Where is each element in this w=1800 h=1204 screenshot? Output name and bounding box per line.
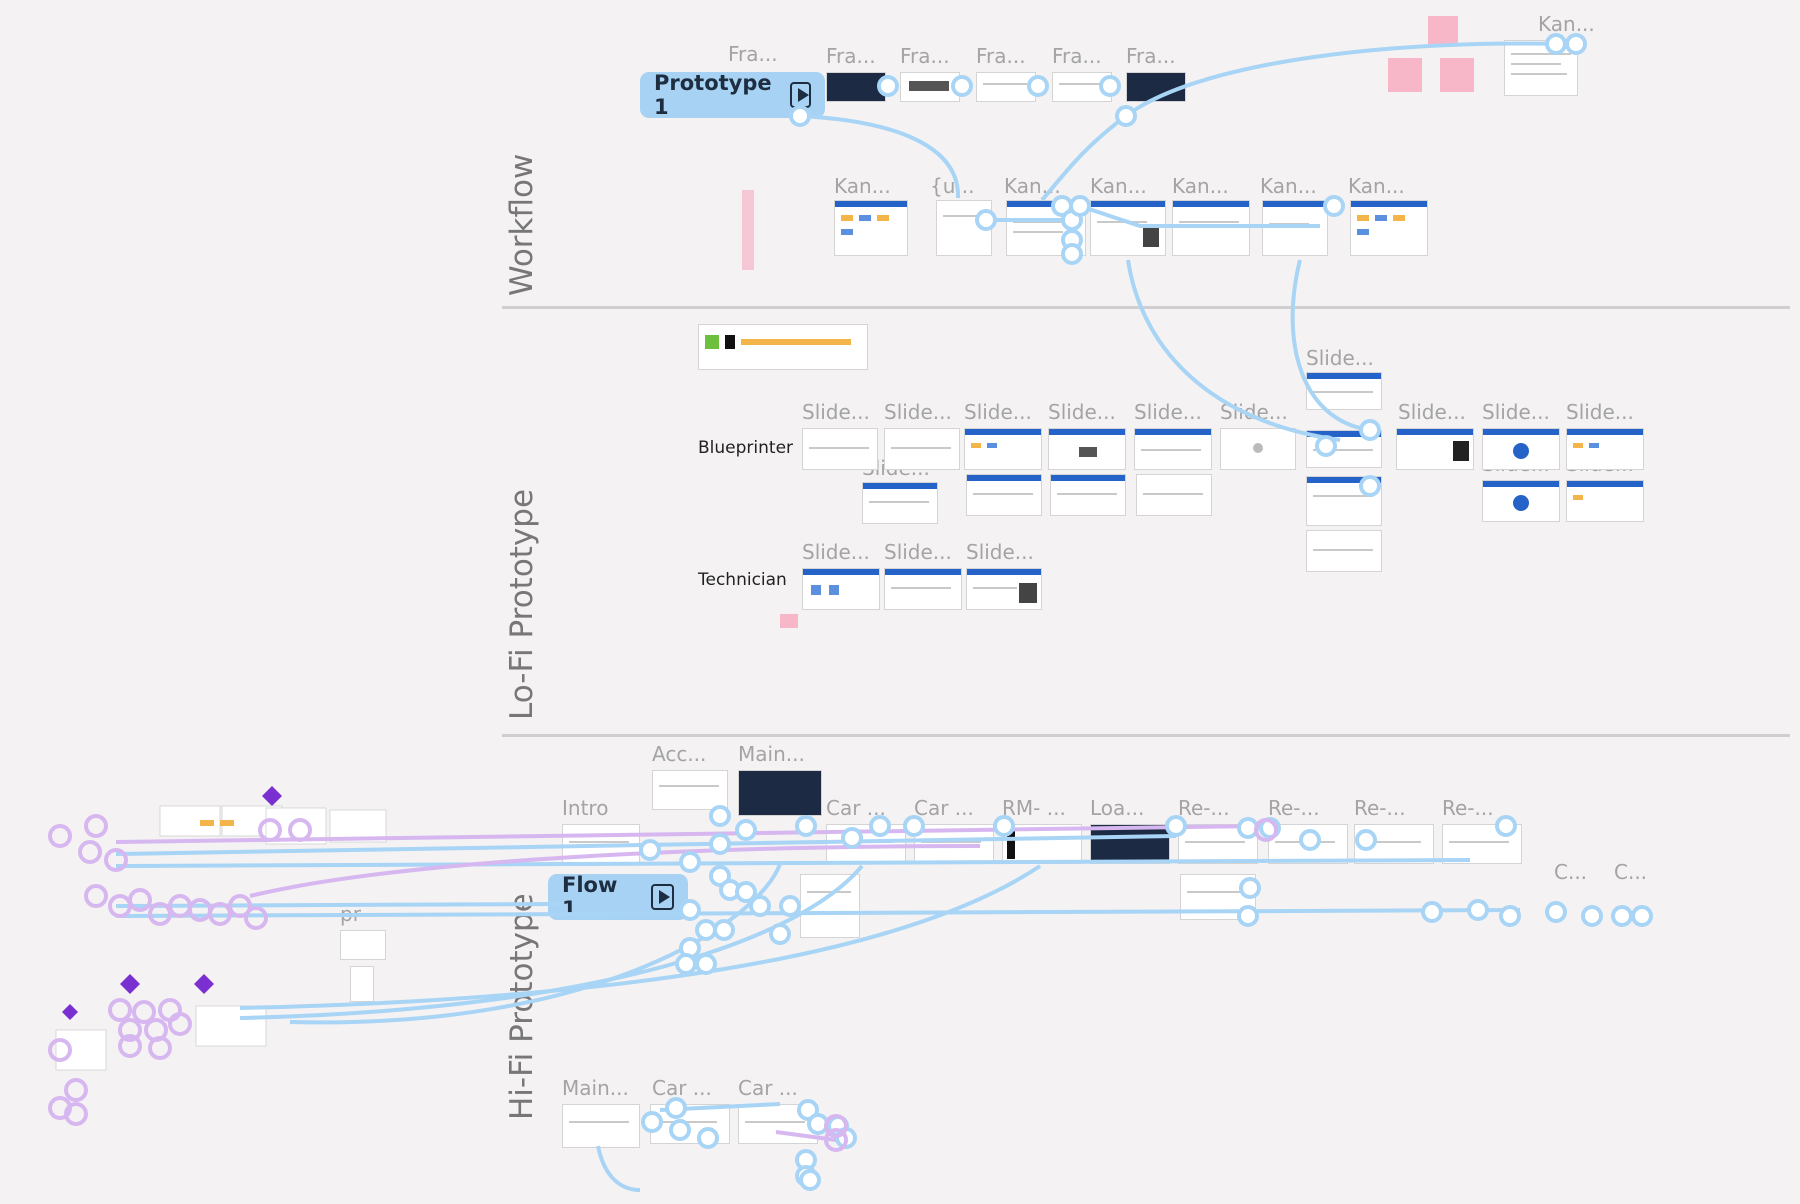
row-label-blueprinter: Blueprinter: [698, 438, 794, 458]
slide-thumbnail[interactable]: [1050, 474, 1126, 516]
slide-thumbnail[interactable]: [966, 474, 1042, 516]
slide-thumbnail[interactable]: [802, 428, 878, 470]
frame-title: Slide...: [1566, 400, 1634, 424]
frame-title: Slide...: [1398, 400, 1466, 424]
frame-title: Slide...: [1482, 400, 1550, 424]
sticky-note[interactable]: [1428, 16, 1458, 46]
frame-title: Car ...: [652, 1076, 712, 1100]
diamond-component-icon: [194, 974, 214, 994]
frame-title: Slide...: [884, 540, 952, 564]
slide-thumbnail[interactable]: [884, 428, 960, 470]
slide-thumbnail[interactable]: [802, 568, 880, 610]
slide-thumbnail[interactable]: [964, 428, 1042, 470]
screen-thumbnail[interactable]: [738, 770, 822, 816]
component-thumbnail: [265, 807, 327, 845]
frame-title: Slide...: [966, 540, 1034, 564]
diamond-component-icon: [62, 1004, 78, 1020]
slide-thumbnail[interactable]: [1482, 480, 1560, 522]
frame-title: Car ...: [738, 1076, 798, 1100]
slide-thumbnail[interactable]: [1566, 428, 1644, 470]
slide-thumbnail[interactable]: [966, 568, 1042, 610]
kanban-thumbnail[interactable]: [1350, 200, 1428, 256]
frame-title: Acc...: [652, 742, 707, 766]
frame-title: Fra...: [1052, 44, 1102, 68]
component-thumbnail: [55, 1029, 107, 1071]
frame-title: Fra...: [976, 44, 1026, 68]
prototype-1-label: Prototype 1: [654, 71, 772, 119]
frame-title: Fra...: [728, 42, 778, 66]
slide-thumbnail[interactable]: [1566, 480, 1644, 522]
frame-title: Slide...: [802, 540, 870, 564]
frame-title: Re-...: [1442, 796, 1494, 820]
sticky-note[interactable]: [742, 190, 754, 270]
frame-title: Fra...: [900, 44, 950, 68]
frame-title: Slide...: [884, 400, 952, 424]
screen-thumbnail[interactable]: [562, 1104, 640, 1148]
frame-title: Slide...: [802, 400, 870, 424]
slide-thumbnail[interactable]: [862, 482, 938, 524]
frame-title: C...: [1554, 860, 1588, 884]
frame-title: Main...: [738, 742, 805, 766]
frame-title: Slide...: [1048, 400, 1116, 424]
frame-title: Kan...: [1260, 174, 1317, 198]
frame-title: Re-...: [1268, 796, 1320, 820]
legend-chip: [220, 820, 234, 826]
component-thumbnail: [195, 1005, 267, 1047]
frame-title: Kan...: [1348, 174, 1405, 198]
kanban-thumbnail[interactable]: [1262, 200, 1328, 256]
section-divider: [502, 734, 1790, 737]
frame-title: Fra...: [826, 44, 876, 68]
slide-thumbnail[interactable]: [1482, 428, 1560, 470]
frame-thumbnail[interactable]: [826, 72, 886, 102]
component-thumbnail: [329, 809, 387, 843]
legend-chip: [200, 820, 214, 826]
slide-thumbnail[interactable]: [1048, 428, 1126, 470]
frame-title: Kan...: [1538, 12, 1595, 36]
sticky-note[interactable]: [780, 614, 798, 628]
slide-thumbnail[interactable]: [1396, 428, 1474, 470]
frame-title: Main...: [562, 1076, 629, 1100]
frame-thumbnail[interactable]: [900, 72, 960, 102]
frame-title: Re-...: [1354, 796, 1406, 820]
slide-thumbnail[interactable]: [884, 568, 962, 610]
screen-thumbnail[interactable]: [652, 770, 728, 810]
diamond-component-icon: [120, 974, 140, 994]
frame-title: C...: [1614, 860, 1648, 884]
diamond-component-icon: [262, 786, 282, 806]
frame-title: Kan...: [1172, 174, 1229, 198]
frame-title: Slide...: [964, 400, 1032, 424]
frame-title: Intro: [562, 796, 609, 820]
kanban-thumbnail[interactable]: [834, 200, 908, 256]
row-label-technician: Technician: [698, 570, 787, 590]
prototype-1-button[interactable]: Prototype 1: [640, 71, 825, 119]
frame-title: Loa...: [1090, 796, 1145, 820]
slide-thumbnail[interactable]: [1136, 474, 1212, 516]
slide-thumbnail[interactable]: [1306, 530, 1382, 572]
legend-thumbnail[interactable]: [698, 324, 868, 370]
